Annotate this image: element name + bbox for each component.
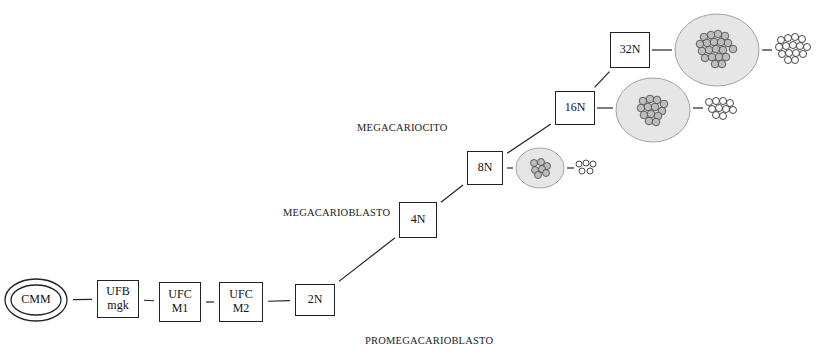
node-label: 4N: [411, 213, 426, 227]
megakaryocyte-32n: [675, 14, 759, 86]
lineage-connector: [206, 301, 214, 302]
megakaryocyte-16n: [616, 78, 690, 142]
platelets-32n: [776, 34, 811, 64]
ploidy-box: 4N: [399, 202, 437, 238]
megakaryocyte-8n: [516, 148, 564, 188]
stage-label: PROMEGACARIOBLASTO: [365, 335, 493, 346]
progenitor-box: UFC M1: [159, 282, 201, 322]
platelets-8n: [576, 160, 596, 174]
node-label: 16N: [565, 101, 586, 115]
lineage-connector: [507, 124, 551, 153]
stem-cell-ellipse: CMM: [4, 278, 68, 322]
node-label: UFB mgk: [101, 285, 135, 313]
platelets-16n: [706, 98, 737, 120]
ploidy-box: 32N: [610, 32, 650, 68]
node-label: UFC M1: [163, 288, 197, 316]
progenitor-box: UFC M2: [219, 282, 263, 322]
progenitor-box: UFB mgk: [97, 280, 139, 318]
ploidy-box: 8N: [467, 151, 503, 185]
node-label: 2N: [308, 293, 323, 307]
stage-label: MEGACARIOBLASTO: [283, 207, 390, 218]
lineage-connector: [144, 300, 154, 302]
lineage-connector: [595, 72, 610, 88]
stage-label: MEGACARIOCITO: [357, 122, 448, 133]
lineage-connector: [441, 185, 463, 202]
node-label: CMM: [21, 293, 50, 307]
lineage-connector: [268, 300, 290, 302]
lineage-connector: [73, 299, 92, 300]
node-label: UFC M2: [223, 288, 259, 316]
node-label: 8N: [478, 161, 493, 175]
ploidy-box: 2N: [295, 284, 335, 316]
lineage-connector: [339, 238, 395, 282]
ploidy-box: 16N: [555, 91, 595, 125]
node-label: 32N: [620, 43, 641, 57]
